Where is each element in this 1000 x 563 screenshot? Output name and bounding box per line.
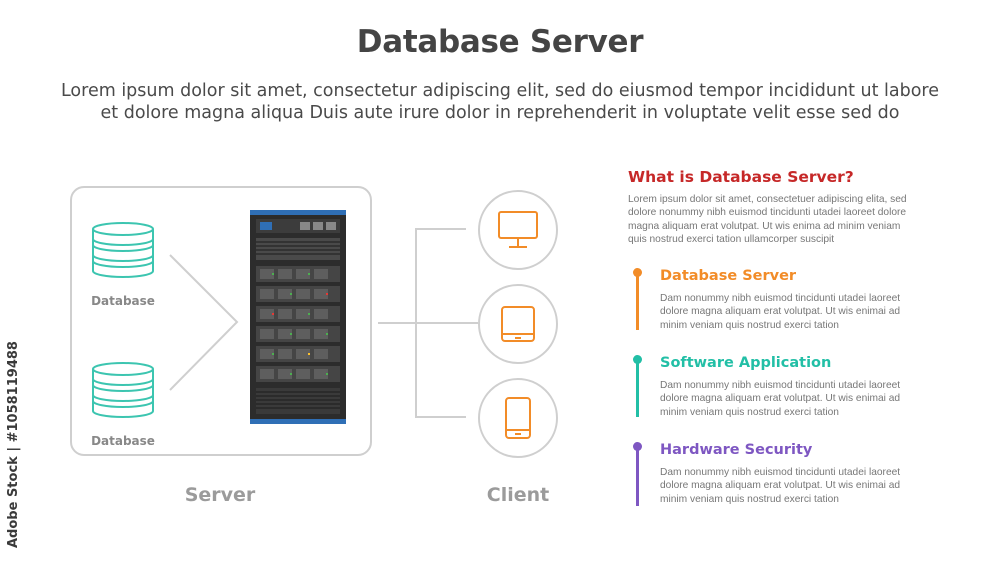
info-body: Lorem ipsum dolor sit amet, consectetuer… [628,193,958,246]
item-body: Dam nonummy nibh euismod tincidunti utad… [660,466,960,506]
item-body-line: dolore magna aliquam erat volutpat. Ut w… [660,480,901,492]
info-body-line: Lorem ipsum dolor sit amet, consectetuer… [628,194,907,205]
item-body-line: minim veniam quis nostrud exerci tation [660,406,839,418]
item-body: Dam nonummy nibh euismod tincidunti utad… [660,379,960,419]
stock-watermark: Adobe Stock | #1058119488 [6,341,21,548]
info-title: What is Database Server? [628,168,854,186]
flow-arrow [169,254,239,391]
item-body-line: Dam nonummy nibh euismod tincidunti utad… [660,467,901,478]
subtitle-line: Lorem ipsum dolor sit amet, consectetur … [60,81,940,101]
info-body-line: dolore nonummy nibh euismod tincidunti u… [628,207,907,219]
database-icon [92,222,154,278]
client-circle [478,190,558,270]
item-pin-dot [633,442,642,451]
database-label: Database [91,294,155,308]
database-item: Database [90,360,168,448]
item-body-line: minim veniam quis nostrud exerci tation [660,319,839,331]
smartphone-icon [505,397,531,439]
client-circle [478,378,558,458]
client-label: Client [486,484,550,506]
item-body-line: dolore magna aliquam erat volutpat. Ut w… [660,306,901,318]
tablet-icon [501,306,535,342]
item-title: Hardware Security [660,442,813,458]
connector-lines [378,228,478,418]
item-body-line: dolore magna aliquam erat volutpat. Ut w… [660,393,901,405]
monitor-icon [498,211,538,248]
item-pin-line [636,361,639,417]
database-label: Database [91,434,155,448]
item-pin-dot [633,268,642,277]
item-pin-line [636,448,639,506]
page-subtitle: Lorem ipsum dolor sit amet, consectetur … [30,80,970,124]
item-pin-dot [633,355,642,364]
server-rack-icon [250,210,346,424]
subtitle-line: et dolore magna aliqua Duis aute irure d… [100,103,900,123]
item-body-line: minim veniam quis nostrud exerci tation [660,493,839,505]
item-pin-line [636,274,639,330]
server-box [70,186,372,456]
client-circle [478,284,558,364]
database-item: Database [90,220,168,308]
database-icon [92,362,154,418]
info-body-line: quis nostrud exerci tation ullamcorper s… [628,233,835,245]
item-body-line: Dam nonummy nibh euismod tincidunti utad… [660,293,901,304]
item-title: Software Application [660,355,832,371]
item-title: Database Server [660,268,797,284]
info-body-line: magna aliquam erat volutpat. Ut wis enim… [628,220,901,232]
item-body-line: Dam nonummy nibh euismod tincidunti utad… [660,380,901,391]
server-label: Server [184,484,256,506]
page-title: Database Server [356,24,644,60]
item-body: Dam nonummy nibh euismod tincidunti utad… [660,292,960,332]
